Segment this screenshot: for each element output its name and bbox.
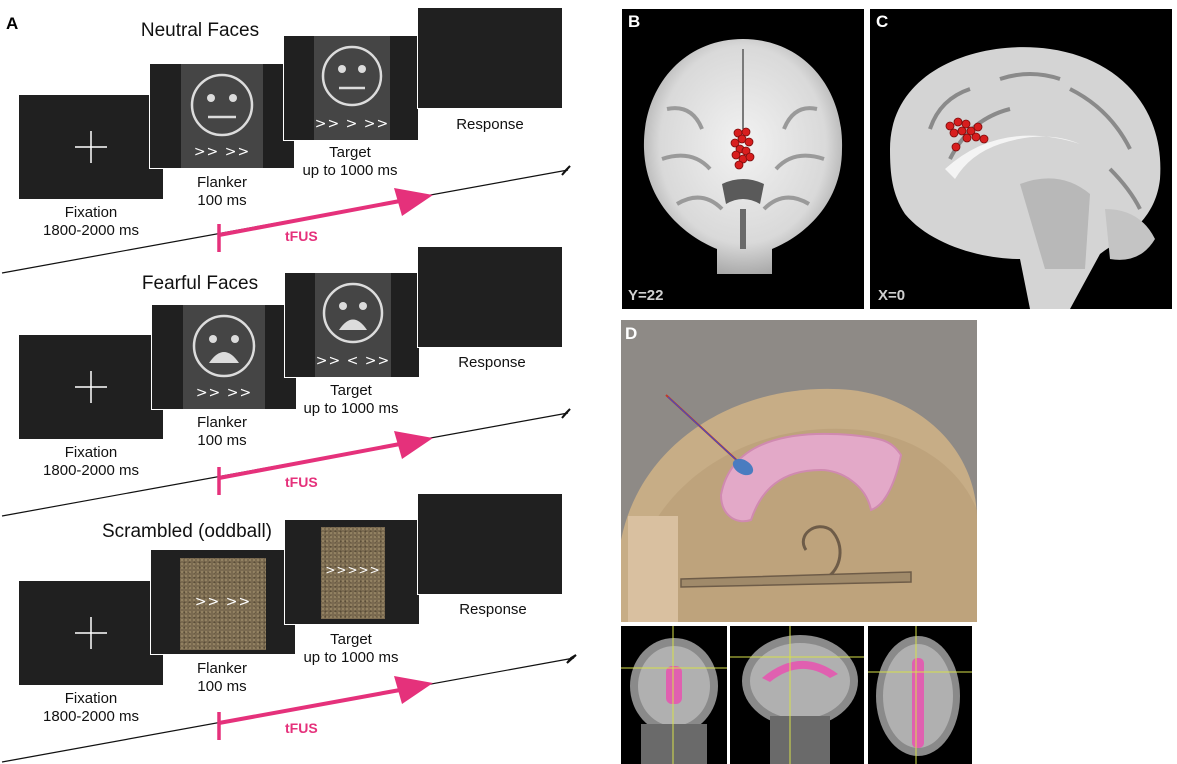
nav-sagittal-view (730, 626, 864, 764)
color-swatch (628, 516, 678, 622)
target-screen: >> > >> (283, 35, 419, 141)
flanker-screen: >> >> (150, 549, 296, 655)
scrambled-image: >>>>> (321, 527, 385, 619)
head-model-panel: D (621, 320, 977, 622)
coronal-mri-panel: B Y=22 (622, 9, 864, 309)
trial-title: Fearful Faces (110, 273, 290, 296)
target-arrows: >> < >> (305, 353, 401, 369)
response-label: Response (442, 354, 542, 372)
tfus-label: tFUS (285, 474, 318, 490)
tfus-label: tFUS (285, 228, 318, 244)
nav-coronal-view (621, 626, 727, 764)
tfus-label: tFUS (285, 720, 318, 736)
fearful-face-icon (319, 279, 387, 347)
target-screen: >> < >> (284, 272, 420, 378)
target-arrows: >> > >> (304, 116, 400, 132)
neutral-face-icon (318, 42, 386, 110)
panel-label-a: A (6, 14, 18, 34)
nav-coronal-image (621, 626, 727, 764)
response-label: Response (443, 601, 543, 619)
panel-label-c: C (876, 12, 888, 32)
response-screen (417, 493, 563, 595)
response-label: Response (440, 116, 540, 134)
flanker-arrows: >> >> (181, 144, 263, 160)
flanker-screen: >> >> (151, 304, 297, 410)
timeline-arrow (0, 650, 580, 764)
flanker-arrows: >> >> (183, 385, 265, 401)
nav-axial-view (868, 626, 972, 764)
trial-title: Scrambled (oddball) (72, 521, 302, 544)
trial-title: Neutral Faces (110, 20, 290, 43)
sagittal-brain-image (870, 9, 1172, 309)
flanker-arrows: >> >> (180, 594, 266, 610)
nav-axial-image (868, 626, 972, 764)
scrambled-image: >> >> (180, 558, 266, 650)
response-screen (417, 246, 563, 348)
coronal-coordinate: Y=22 (628, 287, 663, 304)
flanker-screen: >> >> (149, 63, 295, 169)
nav-sagittal-image (730, 626, 864, 764)
target-arrows: >>>>> (321, 563, 385, 577)
panel-label-d: D (625, 324, 637, 344)
fearful-face-icon (189, 311, 259, 381)
response-screen (417, 7, 563, 109)
panel-label-b: B (628, 12, 640, 32)
coronal-brain-image (622, 9, 864, 309)
sagittal-mri-panel: C X=0 (870, 9, 1172, 309)
sagittal-coordinate: X=0 (878, 287, 905, 304)
target-screen: >>>>> (284, 519, 420, 625)
neutral-face-icon (187, 70, 257, 140)
